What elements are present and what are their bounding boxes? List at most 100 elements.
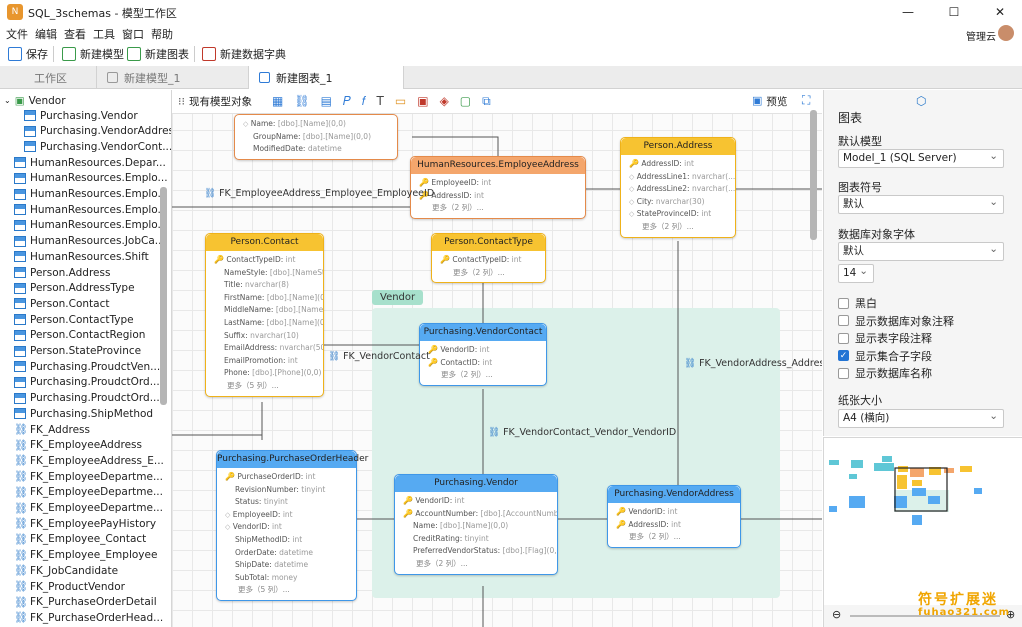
entity-field[interactable]: Status: tinyint [217, 496, 356, 509]
close-button[interactable]: ✕ [994, 5, 1006, 19]
entity-field[interactable]: RevisionNumber: tinyint [217, 484, 356, 497]
link-icon[interactable]: ⛓ [294, 94, 310, 108]
tree-item-relation[interactable]: ⛓FK_ProductVendor [14, 579, 125, 594]
more-columns[interactable]: 更多（2 列）... [416, 558, 468, 568]
relationship-label[interactable]: ⛓ FK_EmployeeAddress_Employee_EmployeeID [204, 188, 434, 199]
tree-item-table[interactable]: HumanResources.Emplo... [14, 202, 168, 217]
tree-item-table[interactable]: Person.ContactRegion [14, 328, 145, 343]
tree-item-table[interactable]: HumanResources.JobCa... [14, 234, 165, 249]
menu-file[interactable]: 文件 [6, 28, 28, 41]
tree-item-relation[interactable]: ⛓FK_EmployeeAddress_E... [14, 453, 164, 468]
entity-field[interactable]: 🔑 VendorID: int [608, 506, 740, 519]
entity-field[interactable]: 🔑 EmployeeID: int [411, 177, 585, 190]
entity-field[interactable]: 🔑 AddressID: int [608, 519, 740, 532]
tree-item-table[interactable]: HumanResources.Emplo... [14, 218, 168, 233]
entity-field[interactable]: ◇ EmployeeID: int [217, 509, 356, 522]
menu-tools[interactable]: 工具 [93, 28, 115, 41]
tree-item-relation[interactable]: ⛓FK_EmployeePayHistory [14, 516, 156, 531]
tree-item-table[interactable]: Purchasing.ProudctOrd... [14, 391, 160, 406]
more-columns[interactable]: 更多（2 列）... [629, 532, 681, 542]
entity-field[interactable]: Name: [dbo].[Name](0,0) [395, 520, 557, 533]
entity-field[interactable]: OrderDate: datetime [217, 547, 356, 560]
tree-item-table[interactable]: HumanResources.Shift [14, 249, 149, 264]
tree-item-table[interactable]: Person.ContactType [14, 312, 134, 327]
more-columns[interactable]: 更多（2 列）... [642, 221, 694, 231]
checkbox-option[interactable]: 显示数据库名称 [838, 365, 932, 381]
entity-field[interactable]: SubTotal: money [217, 572, 356, 585]
tree-item-relation[interactable]: ⛓FK_EmployeeDepartme... [14, 501, 163, 516]
entity-field[interactable]: 🔑 ContactTypeID: int [432, 254, 545, 267]
text-icon[interactable]: T [376, 94, 384, 108]
entity-field[interactable]: ◇ VendorID: int [217, 521, 356, 534]
entity-field[interactable]: GroupName: [dbo].[Name](0,0) [235, 131, 397, 144]
checkbox[interactable] [838, 332, 849, 344]
tree-item-table[interactable]: Person.Contact [14, 296, 109, 311]
entity-field[interactable]: MiddleName: [dbo].[Name]... [206, 304, 323, 317]
model-select[interactable]: Model_1 (SQL Server) [838, 148, 1004, 168]
tree-group-vendor[interactable]: ⌄▣Vendor [4, 93, 66, 108]
tree-item-relation[interactable]: ⛓FK_Employee_Employee [14, 548, 157, 563]
preview-button[interactable]: ▣预览 [752, 94, 787, 109]
more-columns[interactable]: 更多（2 列）... [441, 370, 493, 380]
checkbox[interactable] [838, 367, 849, 379]
entity-field[interactable]: 🔑 PurchaseOrderID: int [217, 471, 356, 484]
menu-help[interactable]: 帮助 [151, 28, 173, 41]
entity-field[interactable]: ◇ StateProvinceID: int [621, 208, 735, 221]
entity-field[interactable]: PreferredVendorStatus: [dbo].[Flag](0,0) [395, 545, 557, 558]
relationship-label[interactable]: ⛓ FK_VendorContact [328, 351, 430, 362]
checkbox[interactable] [838, 297, 849, 309]
entity-field[interactable]: ModifiedDate: datetime [235, 143, 397, 156]
tree-item-relation[interactable]: ⛓FK_EmployeeAddress [14, 438, 142, 453]
function-icon[interactable]: 𝑃 [342, 94, 351, 108]
tab-diagram[interactable]: 新建图表_1 [249, 66, 404, 89]
entity-field[interactable]: NameStyle: [dbo].[NameSt... [206, 267, 323, 280]
fullscreen-icon[interactable]: ⛶ [802, 93, 811, 107]
formula-icon[interactable]: 𝑓 [361, 94, 366, 108]
label-icon[interactable]: ▢ [459, 94, 472, 108]
font-select[interactable]: 默认 [838, 241, 1004, 261]
tree-item-vendor-child[interactable]: Purchasing.VendorCont... [24, 139, 171, 154]
tab-workspace[interactable]: 工作区 [0, 66, 97, 89]
tree-item-relation[interactable]: ⛓FK_PurchaseOrderDetail [14, 595, 157, 610]
diagram-canvas[interactable]: ⁝⁝现有模型对象 ▦ ⛓ ▤ 𝑃 𝑓 T ▭ ▣ ◈ ▢ ⧉ ▣预览 ⛶ Ven… [172, 90, 822, 627]
tree-item-table[interactable]: Person.StateProvince [14, 344, 141, 359]
entity-field[interactable]: ◇ Name: [dbo].[Name](0,0) [235, 118, 397, 131]
tab-model[interactable]: 新建模型_1 [97, 66, 249, 89]
tree-item-table[interactable]: HumanResources.Emplo... [14, 187, 168, 202]
tree-item-table[interactable]: Purchasing.ProudctOrd... [14, 375, 160, 390]
entity-top[interactable]: ◇ Name: [dbo].[Name](0,0)GroupName: [dbo… [234, 114, 398, 160]
tree-item-table[interactable]: Purchasing.ShipMethod [14, 406, 153, 421]
canvas-scrollbar[interactable] [810, 110, 817, 240]
existing-objects-button[interactable]: ⁝⁝现有模型对象 [178, 94, 252, 109]
tree-item-table[interactable]: Purchasing.ProudctVen... [14, 359, 160, 374]
relationship-label[interactable]: ⛓ FK_VendorAddress_Address [684, 358, 822, 369]
menu-view[interactable]: 查看 [64, 28, 86, 41]
entity-field[interactable]: Title: nvarchar(8) [206, 279, 323, 292]
layer-icon[interactable]: ⧉ [482, 94, 491, 108]
tree-item-vendor-child[interactable]: Purchasing.Vendor [24, 108, 138, 123]
checkbox-option[interactable]: ✓显示集合子字段 [838, 348, 932, 364]
relationship-label[interactable]: ⛓ FK_VendorContact_Vendor_VendorID [488, 427, 676, 438]
entity-vendor[interactable]: Purchasing.Vendor🔑 VendorID: int🔑 Accoun… [394, 474, 558, 575]
entity-field[interactable]: 🔑 AccountNumber: [dbo].[AccountNumber]..… [395, 508, 557, 521]
entity-field[interactable]: 🔑 ContactTypeID: int [206, 254, 323, 267]
entity-field[interactable]: ◇ City: nvarchar(30) [621, 196, 735, 209]
note-icon[interactable]: ▭ [394, 94, 407, 108]
entity-field[interactable]: 🔑 AddressID: int [411, 190, 585, 203]
avatar[interactable] [998, 25, 1014, 41]
more-columns[interactable]: 更多（2 列）... [453, 267, 505, 277]
table-icon[interactable]: ▦ [272, 94, 284, 108]
entity-field[interactable]: 🔑 AddressID: int [621, 158, 735, 171]
tree-item-relation[interactable]: ⛓FK_EmployeeDepartme... [14, 469, 163, 484]
tree-item-vendor-child[interactable]: Purchasing.VendorAddress [24, 124, 171, 139]
more-columns[interactable]: 更多（5 列）... [227, 380, 279, 390]
image-icon[interactable]: ▣ [417, 94, 429, 108]
checkbox[interactable] [838, 315, 849, 326]
entity-field[interactable]: EmailPromotion: int [206, 355, 323, 368]
entity-field[interactable]: ◇ AddressLine1: nvarchar(... [621, 171, 735, 184]
entity-field[interactable]: 🔑 ContactID: int [420, 357, 546, 370]
new-dictionary-button[interactable]: 新建数据字典 [202, 45, 286, 63]
tree-item-relation[interactable]: ⛓FK_JobCandidate [14, 563, 118, 578]
